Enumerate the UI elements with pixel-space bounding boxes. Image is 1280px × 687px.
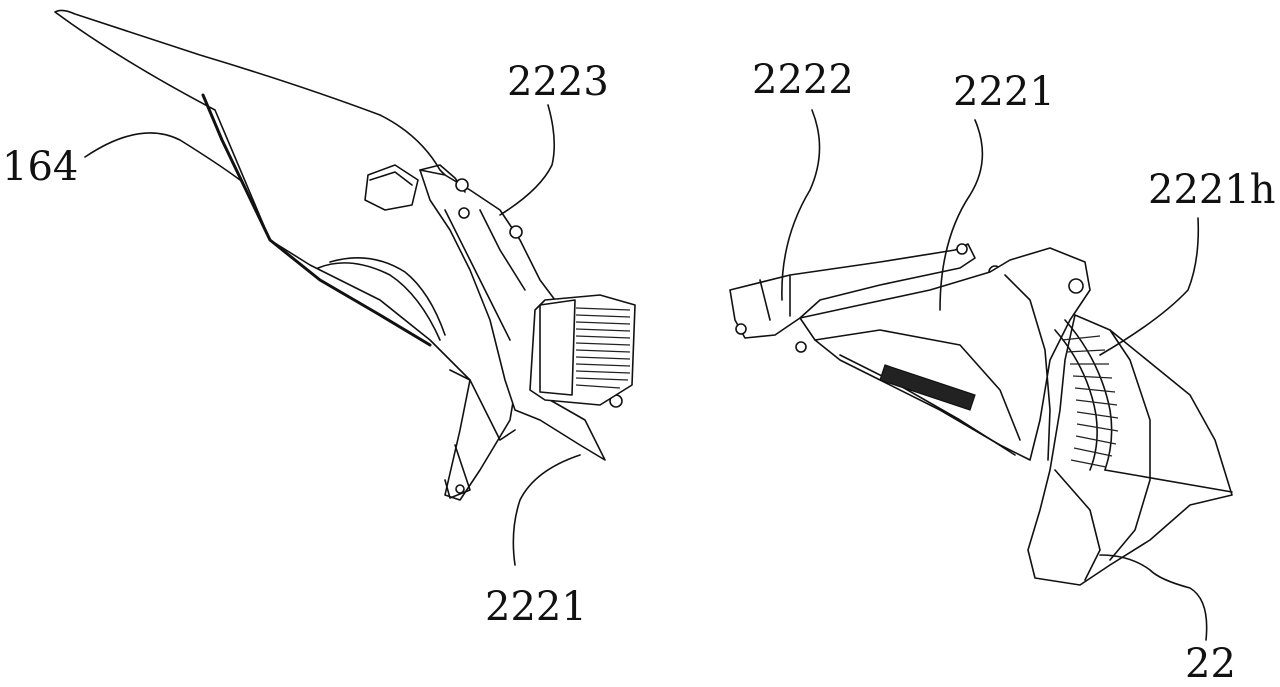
panel-edge-heavy [201,93,432,347]
label-2221-right: 2221 [953,69,1055,115]
label-2222: 2222 [752,57,854,103]
mount-block [364,164,419,211]
label-2223: 2223 [507,59,609,105]
label-2221h: 2221h [1148,167,1276,213]
left-assembly [54,9,636,566]
label-22: 22 [1185,641,1236,687]
left-bracket [419,169,606,461]
right-assembly [729,109,1233,641]
vent-grille [1054,319,1119,471]
fin-lines [575,307,631,389]
label-164: 164 [2,144,78,190]
housing-22 [1027,314,1233,586]
label-2221-left: 2221 [485,584,587,630]
right-bracket [799,247,1091,461]
rail-2222 [729,243,976,339]
